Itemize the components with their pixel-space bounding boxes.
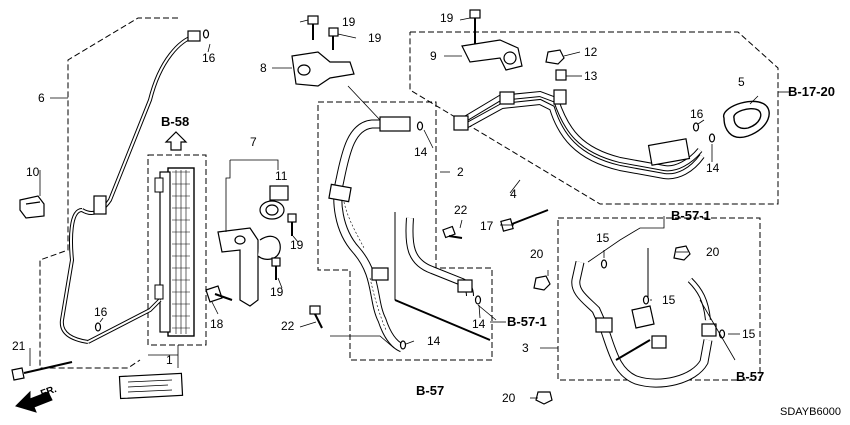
suction-hose-inset [615,248,651,361]
callout-19-a: 19 [342,15,356,29]
callout-20-a: 20 [530,247,544,261]
callout-20-b: 20 [706,245,720,259]
callout-1: 1 [166,353,173,367]
nut-12 [545,49,565,65]
hose-bracket-8 [291,51,355,87]
nut-13 [553,69,567,105]
callout-15-c: 15 [742,327,756,341]
callout-19-b: 19 [368,31,382,45]
ref-b58: B-58 [161,114,189,129]
discharge-hose-inset [394,212,491,341]
suction-pipe [453,90,705,180]
callout-8: 8 [260,61,267,75]
callout-2: 2 [457,165,464,179]
callout-16-top: 16 [202,51,216,65]
callout-20-c: 20 [502,391,516,405]
ref-b1720: B-17-20 [788,84,835,99]
group-outlines [39,17,779,381]
callout-14-a: 14 [414,145,428,159]
callout-14-d: 14 [706,161,720,175]
pipe-clamp [19,195,45,219]
o-ring-16 [94,29,700,332]
callout-7: 7 [250,135,257,149]
callout-5: 5 [738,75,745,89]
suction-hose [571,261,717,388]
bolt-21 [11,361,73,381]
nut-20 [533,245,691,405]
callout-12: 12 [584,45,598,59]
discharge-hose [328,116,411,353]
leader-lines [29,17,790,399]
callout-9: 9 [430,49,437,63]
reference-labels: B-58 B-17-20 B-57-1 B-57-1 B-57 B-57 [161,84,835,398]
o-ring-14 [399,121,716,350]
callout-19-e: 19 [270,285,284,299]
callout-21: 21 [12,339,26,353]
callout-3: 3 [522,341,529,355]
callout-10: 10 [26,165,40,179]
callout-16-mid: 16 [94,305,108,319]
condenser [154,167,195,337]
ref-b571-upper: B-57-1 [671,208,711,223]
bolt-17 [500,209,549,232]
label-plate [118,372,184,400]
callout-16-right: 16 [690,107,704,121]
callout-15-b: 15 [662,293,676,307]
bolt-22 [309,225,463,329]
callout-11: 11 [275,169,288,183]
callout-18: 18 [210,317,224,331]
callout-22-a: 22 [454,203,468,217]
callout-19-d: 19 [290,238,304,252]
callout-22-b: 22 [281,319,295,333]
fitting-11 [259,185,289,220]
callout-17: 17 [480,219,494,233]
callout-14-c: 14 [427,334,441,348]
grommet-5 [723,100,770,139]
callout-13: 13 [584,69,598,83]
condenser-pipe [59,30,201,344]
bracket-assembly [217,227,281,307]
callout-14-b: 14 [472,317,486,331]
part-callouts: 6 10 16 16 21 1 7 11 19 19 19 19 19 8 18… [12,11,756,405]
callout-4: 4 [510,187,517,201]
bolt-18 [205,285,233,303]
front-label: FR. [39,384,58,400]
ref-b57-right: B-57 [736,369,764,384]
pipe-clip-9 [461,39,523,71]
ref-b571-lower: B-57-1 [507,314,547,329]
callout-6: 6 [38,91,45,105]
callout-19-c: 19 [440,11,454,25]
diagram-code: SDAYB6000 [780,406,841,418]
callout-15-a: 15 [596,231,610,245]
b58-arrow-icon [164,131,188,151]
front-arrow-icon: FR. [15,384,58,413]
ref-b57-left: B-57 [416,383,444,398]
